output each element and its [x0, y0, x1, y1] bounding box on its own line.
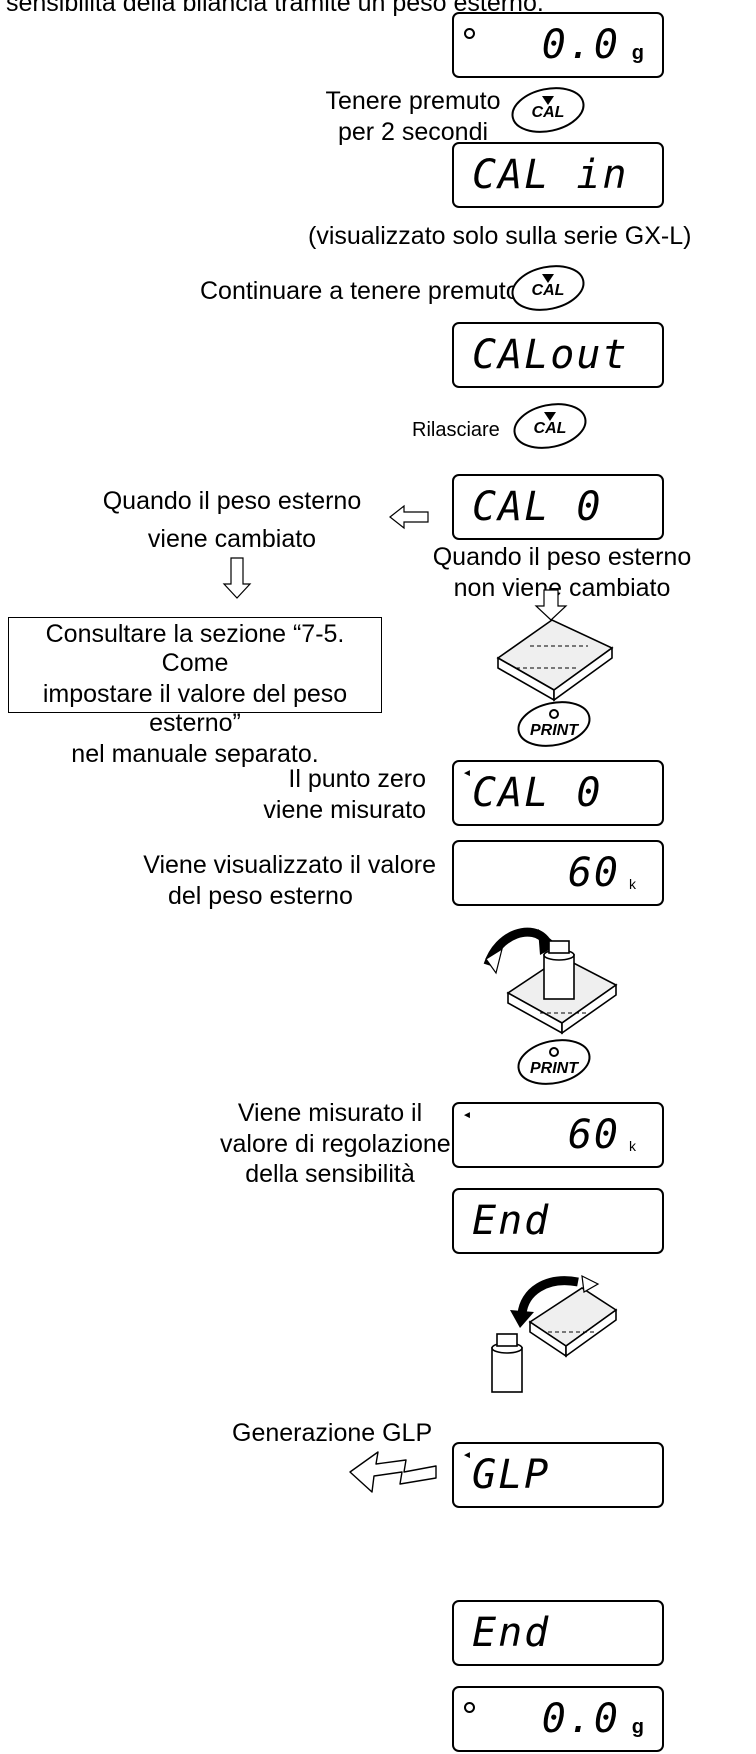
- lightning-arrow-icon: [349, 1451, 437, 1493]
- continue-hold-text: Continuare a tenere premuto: [200, 277, 520, 305]
- cal-key[interactable]: CAL: [510, 264, 586, 312]
- display-unit: k: [629, 876, 636, 892]
- display-cal-0: CAL 0: [452, 474, 664, 540]
- weighing-pan-icon: [496, 619, 614, 702]
- display-text: CAL in: [472, 152, 629, 198]
- display-cal-in: CAL in: [452, 142, 664, 208]
- cal-key[interactable]: CAL: [512, 402, 588, 450]
- cal-key[interactable]: CAL: [510, 86, 586, 134]
- display-text: CALout: [472, 332, 629, 378]
- hold-2s-text: Tenere premuto per 2 secondi: [325, 87, 501, 146]
- place-weight-icon: [483, 927, 618, 1035]
- stabilization-mark: ◄: [462, 1110, 472, 1121]
- display-end: End: [452, 1600, 664, 1666]
- display-text: End: [472, 1198, 551, 1244]
- sensitivity-measured-text: Viene misurato il valore di regolazione …: [220, 1099, 451, 1188]
- display-end: End: [452, 1188, 664, 1254]
- weight-changed-text: Quando il peso esterno viene cambiato: [102, 487, 362, 553]
- display-value: 60: [567, 1112, 620, 1158]
- display-text: GLP: [472, 1452, 551, 1498]
- glp-output-text: Generazione GLP: [232, 1419, 433, 1447]
- display-value: 0.0: [541, 22, 620, 68]
- print-key[interactable]: PRINT: [516, 1038, 592, 1086]
- consult-section-box: Consultare la sezione “7-5. Come imposta…: [8, 617, 382, 768]
- arrow-down-icon: [222, 557, 252, 599]
- display-initial: 0.0 g: [452, 12, 664, 78]
- display-glp: ◄ GLP: [452, 1442, 664, 1508]
- arrow-left-icon: [389, 504, 429, 530]
- display-cal-out: CALout: [452, 322, 664, 388]
- display-value: 0.0: [541, 1696, 620, 1742]
- display-unit: g: [631, 42, 644, 64]
- arrow-down-icon: [534, 589, 568, 621]
- release-text: Rilasciare: [412, 419, 500, 441]
- stable-indicator: [464, 1702, 475, 1713]
- stabilization-mark: ◄: [462, 768, 472, 779]
- cal-key-shape: [511, 87, 585, 133]
- display-value: 60: [567, 850, 620, 896]
- display-weight-value: 60 k: [452, 840, 664, 906]
- zero-measured-text: Il punto zero viene misurato: [263, 765, 426, 824]
- display-unit: g: [631, 1716, 644, 1738]
- display-unit: k: [629, 1138, 636, 1154]
- display-cal-0-measuring: ◄ CAL 0: [452, 760, 664, 826]
- display-text: CAL 0: [472, 484, 603, 530]
- remove-weight-icon: [491, 1274, 618, 1393]
- stabilization-mark: ◄: [462, 1450, 472, 1461]
- display-final: 0.0 g: [452, 1686, 664, 1752]
- display-text: End: [472, 1610, 551, 1656]
- gx-l-note: (visualizzato solo sulla serie GX-L): [308, 222, 692, 250]
- header-text: sensibilità della bilancia tramite un pe…: [6, 0, 544, 17]
- weight-shown-text: Viene visualizzato il valore del peso es…: [143, 851, 436, 910]
- display-text: CAL 0: [472, 770, 603, 816]
- weight-not-changed-text: Quando il peso esterno non viene cambiat…: [432, 543, 692, 602]
- print-key[interactable]: PRINT: [516, 700, 592, 748]
- display-sensitivity-value: ◄ 60 k: [452, 1102, 664, 1168]
- stable-indicator: [464, 28, 475, 39]
